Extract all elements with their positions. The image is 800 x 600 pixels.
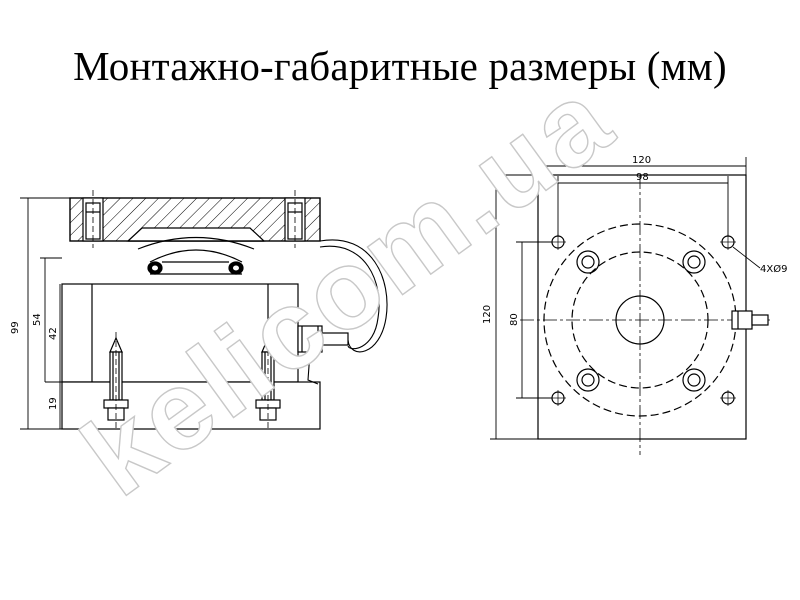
dim-80: 80	[509, 313, 520, 326]
counterbore-holes	[576, 250, 706, 392]
anchor-bolt-right	[255, 332, 281, 428]
dim-120-width: 120	[632, 155, 651, 166]
top-bolt-right	[287, 190, 303, 248]
top-view-connector	[731, 310, 769, 330]
sensor-body	[61, 283, 299, 383]
dim-99: 99	[10, 321, 21, 334]
page-title: Монтажно-габаритные размеры (мм)	[73, 43, 727, 89]
dim-98: 98	[636, 172, 649, 183]
anchor-bolt-left	[103, 332, 129, 428]
side-view	[20, 190, 388, 430]
dim-42: 42	[48, 327, 59, 340]
cable	[319, 239, 388, 353]
holes-note: 4XØ9	[760, 263, 787, 275]
top-plate	[69, 197, 321, 242]
top-view	[490, 157, 770, 455]
dim-120-height: 120	[482, 305, 493, 324]
plate-outline	[537, 174, 747, 440]
dimension-lines-side	[20, 197, 70, 430]
dim-19: 19	[48, 397, 59, 410]
center-circle	[615, 295, 665, 345]
top-bolt-left	[85, 190, 101, 248]
dim-54: 54	[32, 313, 43, 326]
cable-connector	[297, 325, 349, 353]
dimension-lines-top	[490, 157, 747, 440]
load-button	[149, 249, 243, 263]
